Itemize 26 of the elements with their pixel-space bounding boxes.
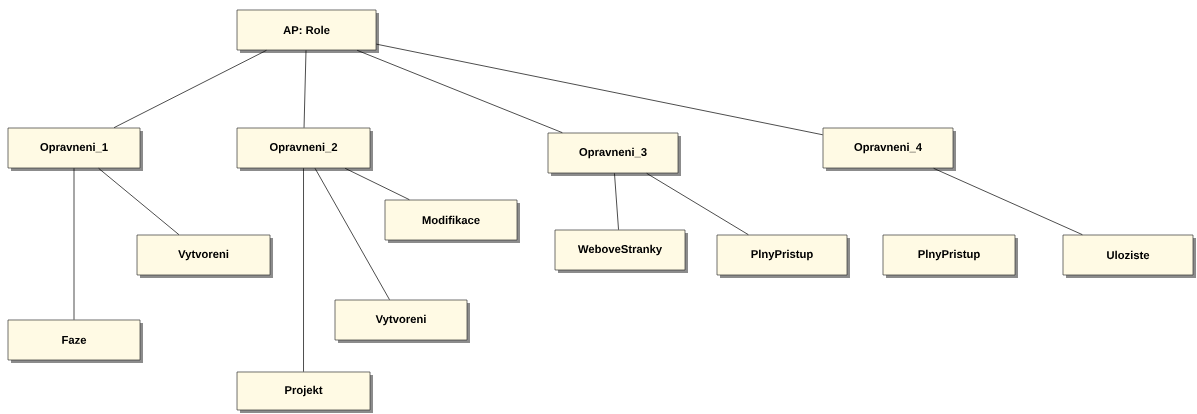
class-box: Uloziste (1062, 234, 1196, 278)
class-box: PlnyPristup (882, 234, 1018, 278)
connector-line (614, 173, 619, 230)
class-box: Vytvoreni (136, 234, 273, 278)
connector-line (356, 50, 563, 133)
connector-line (98, 168, 180, 235)
connector-line (376, 43, 823, 136)
class-box: Vytvoreni (334, 299, 470, 343)
connector-line (113, 50, 267, 128)
class-box: Faze (7, 319, 143, 363)
connector-line (344, 168, 410, 200)
class-box: Opravneni_2 (236, 127, 373, 171)
class-box: Opravneni_3 (547, 132, 681, 176)
class-box: Opravneni_4 (822, 127, 956, 171)
connector-line (314, 168, 390, 300)
class-box: PlnyPristup (716, 234, 850, 278)
class-box: Opravneni_1 (7, 127, 143, 171)
class-box: AP: Role (236, 9, 379, 53)
class-box: Projekt (236, 371, 373, 413)
connector-line (933, 168, 1083, 235)
class-box: WeboveStranky (554, 229, 688, 273)
connector-line (303, 50, 307, 128)
connector-line (646, 173, 749, 235)
connector-line (73, 168, 75, 320)
class-box: Modifikace (384, 199, 520, 243)
connector-line (303, 168, 304, 372)
